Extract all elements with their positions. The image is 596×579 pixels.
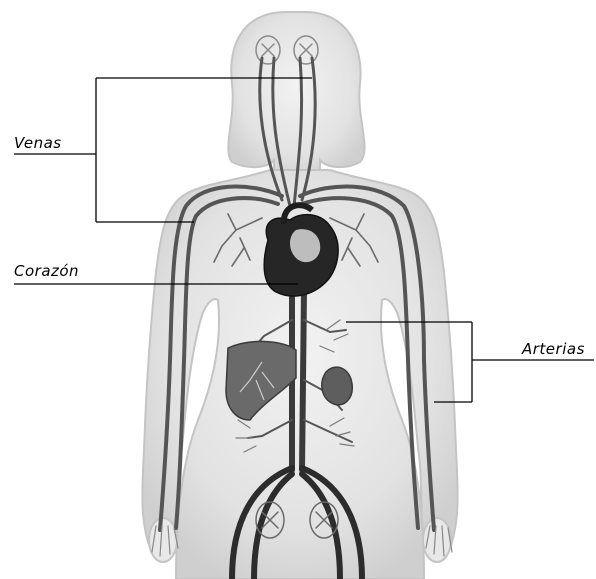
heart-label: Corazón <box>14 262 79 280</box>
left-hand <box>149 518 177 562</box>
arteries-label: Arterias <box>522 340 585 358</box>
kidney <box>322 367 352 405</box>
head-silhouette <box>228 12 364 176</box>
veins-label: Venas <box>14 134 62 152</box>
